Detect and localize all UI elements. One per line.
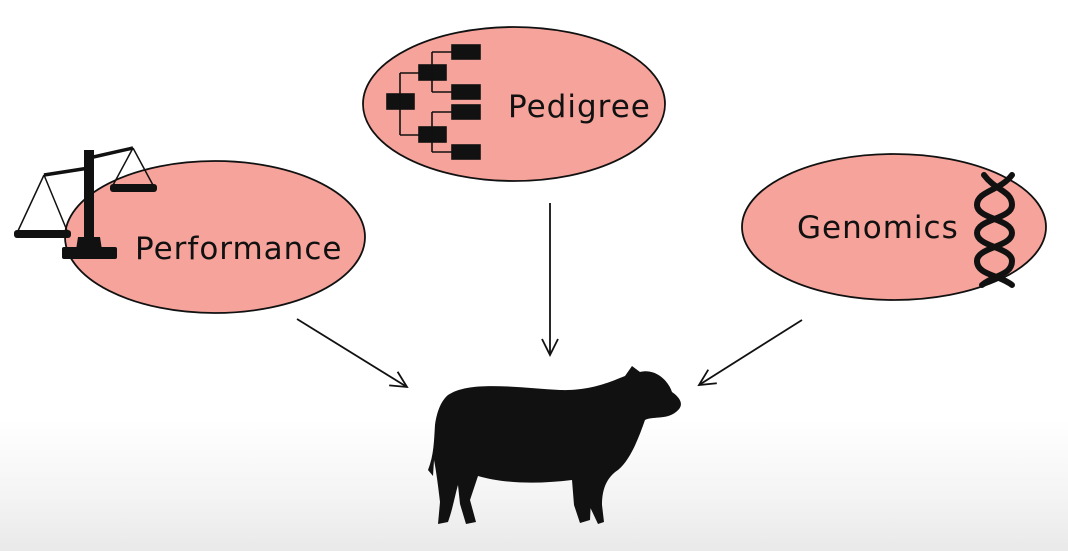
pedigree-label: Pedigree [508, 89, 651, 125]
dna-helix-icon [973, 172, 1016, 288]
arrow-genomics-to-cow [699, 319, 803, 385]
cow-silhouette-icon [428, 366, 681, 524]
genomics-ellipse [741, 153, 1047, 301]
genomics-node: Genomics [741, 153, 1047, 301]
pedigree-node: Pedigree [362, 26, 666, 182]
pedigree-tree-icon [386, 44, 481, 160]
genomics-label: Genomics [797, 210, 959, 246]
arrows [296, 203, 803, 387]
balance-scale-icon [14, 146, 157, 259]
arrow-performance-to-cow [296, 318, 407, 387]
performance-node: Performance [14, 146, 366, 314]
performance-label: Performance [135, 231, 342, 267]
